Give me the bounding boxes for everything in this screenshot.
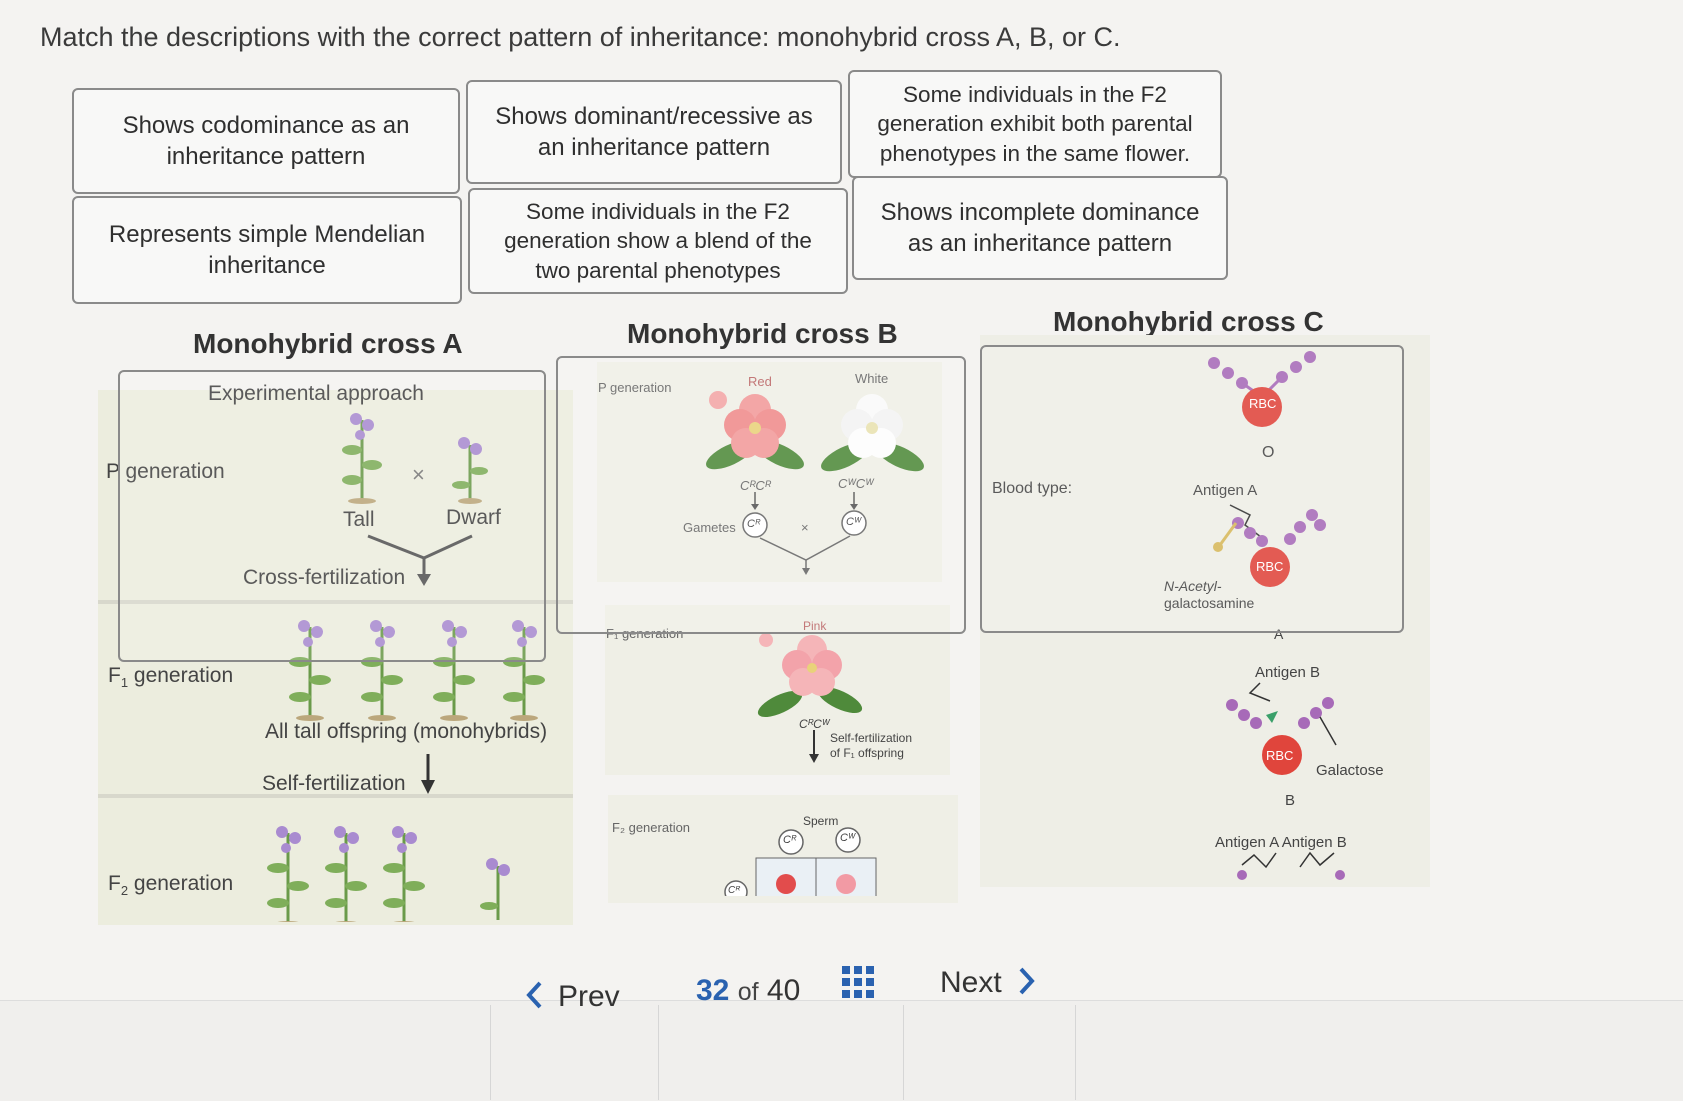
rbc-label-a: RBC [1256,559,1284,574]
egg-r: Cᴿ [728,885,740,896]
bottom-nav-bar [0,1000,1683,1101]
sperm-r: Cᴿ [783,834,796,846]
rbc-a-icon [1213,504,1326,587]
self-fertilization-arrow [421,754,435,794]
genotype-red: CᴿCᴿ [740,478,771,493]
antigen-a-label: Antigen A [1193,482,1258,499]
next-label: Next [940,966,1002,999]
rbc-o-icon [1208,351,1316,427]
white-label: White [855,371,889,386]
gamete-arrows [742,492,867,575]
card-both-parental-phenotypes[interactable]: Some individuals in the F2 generation ex… [848,70,1222,178]
sperm-label: Sperm [803,814,839,828]
rbc-label-o: RBC [1249,396,1277,411]
question-prompt: Match the descriptions with the correct … [40,22,1121,52]
type-o-label: O [1262,444,1275,461]
f1-self-fert-arrow [809,730,819,763]
card-blend-phenotypes[interactable]: Some individuals in the F2 generation sh… [468,188,848,294]
n-acetyl-line2: galactosamine [1164,595,1255,611]
card-simple-mendelian[interactable]: Represents simple Mendelian inheritance [72,196,462,304]
page-of: of [737,978,759,1006]
self-fert-f1-line1: Self-fertilization [830,731,913,745]
red-label: Red [748,374,772,389]
rbc-b-icon [1226,682,1337,775]
galactose-label: Galactose [1316,762,1384,779]
self-fert-f1-line2: of F₁ offspring [830,746,904,760]
prev-label: Prev [558,980,620,1013]
chevron-left-icon [526,981,542,1009]
chevron-right-icon [1019,967,1035,995]
tall-plant-icon [342,413,382,504]
cross-c-title: Monohybrid cross C [1053,306,1324,337]
type-a-label: A [1274,626,1284,642]
self-fertilization-label: Self-fertilization [262,772,406,795]
next-button[interactable]: Next [940,966,1038,1000]
type-b-label: B [1285,792,1296,809]
rbc-ab-icon [1237,851,1345,880]
pink-flower-icon [757,633,863,718]
card-codominance[interactable]: Shows codominance as an inheritance patt… [72,88,460,194]
grid-icon[interactable] [842,966,876,1000]
cross-c-figure [980,335,1430,887]
cross-b-p-panel [597,362,942,582]
page-indicator[interactable]: 32 of 40 [696,974,800,1008]
cross-fertilization-arrow [367,534,473,586]
rbc-label-b: RBC [1266,748,1294,763]
antigen-b-label: Antigen B [1255,664,1321,681]
red-flower-icon [706,391,804,470]
drop-zone-cross-b[interactable] [556,356,966,634]
gamete-r: Cᴿ [747,518,760,530]
cross-a-title: Monohybrid cross A [193,328,463,359]
blood-antigen-diagram [1208,351,1345,880]
cross-b-f2-generation: F₂ generation [612,820,691,835]
cross-fertilization-label: Cross-fertilization [243,566,406,589]
sperm-w: Cᵂ [840,832,855,844]
all-tall-offspring-label: All tall offspring (monohybrids) [265,720,548,743]
n-acetyl-line1: N-Acetyl- [1164,578,1222,594]
cross-a-times: × [412,462,425,487]
genotype-white: CᵂCᵂ [838,476,874,491]
drop-zone-cross-a[interactable] [118,370,546,662]
p-generation-plants [342,413,488,504]
dwarf-plant-icon [452,437,488,504]
experimental-approach-label: Experimental approach [208,382,424,405]
current-page: 32 [696,974,730,1007]
pink-label: Pink [803,619,827,633]
dwarf-label: Dwarf [446,506,501,529]
genotype-pink: CᴿCᵂ [799,717,830,731]
cross-b-p-generation: P generation [598,380,672,395]
white-flower-icon [821,394,924,472]
card-dominant-recessive[interactable]: Shows dominant/recessive as an inheritan… [466,80,842,184]
cross-a-f1-generation: F1 generation [108,664,234,691]
prev-button[interactable]: Prev [524,980,620,1014]
cross-b-times: × [801,520,809,535]
card-incomplete-dominance[interactable]: Shows incomplete dominance as an inherit… [852,176,1228,280]
antigen-ab-label: Antigen A Antigen B [1215,834,1347,851]
punnett-square [724,827,877,896]
drop-zone-cross-c[interactable] [980,345,1404,633]
p-flowers [706,391,924,472]
gamete-w: Cᵂ [846,516,861,528]
gametes-label: Gametes [683,520,736,535]
cross-a-p-generation: P generation [106,460,225,483]
blood-type-label: Blood type: [992,480,1073,497]
f1-tall-plants [289,618,547,722]
f2-plants [265,824,510,922]
tall-label: Tall [343,508,375,531]
total-pages: 40 [766,974,801,1007]
cross-b-title: Monohybrid cross B [627,318,898,349]
cross-a-f2-generation: F2 generation [108,872,234,899]
